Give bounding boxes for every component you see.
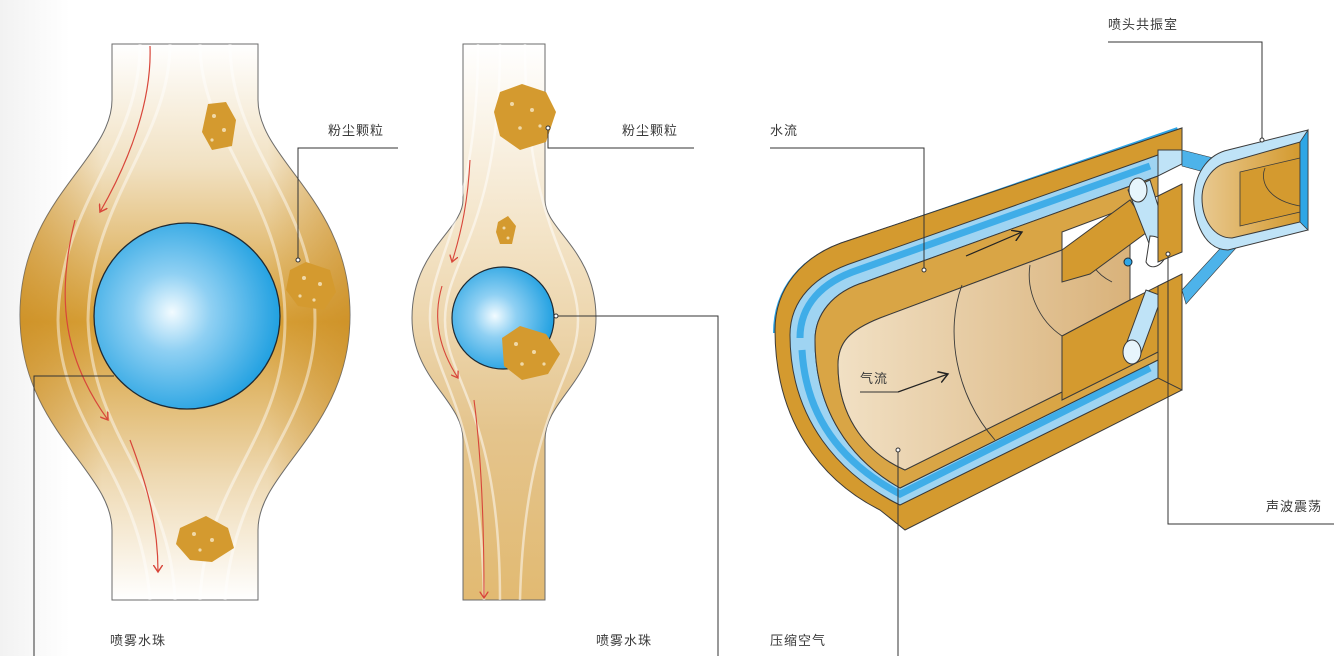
left-dust-label: 粉尘颗粒 [328, 124, 384, 140]
left-water-droplet [94, 223, 280, 409]
compressed-air-label: 压缩空气 [770, 634, 826, 650]
nozzle-outlet-dot [1124, 258, 1132, 266]
nozzle-cutaway-diagram [770, 42, 1334, 656]
resonator-chamber [1194, 130, 1308, 250]
nozzle-chamber-leader [1108, 42, 1262, 140]
nozzle-chamber-label: 喷头共振室 [1108, 18, 1178, 34]
sound-wave-label: 声波震荡 [1266, 500, 1322, 516]
airflow-label: 气流 [860, 372, 888, 388]
water-flow-label: 水流 [770, 124, 798, 140]
left-droplet-label: 喷雾水珠 [110, 634, 166, 650]
middle-dust-label: 粉尘颗粒 [622, 124, 678, 140]
middle-droplet-label: 喷雾水珠 [596, 634, 652, 650]
